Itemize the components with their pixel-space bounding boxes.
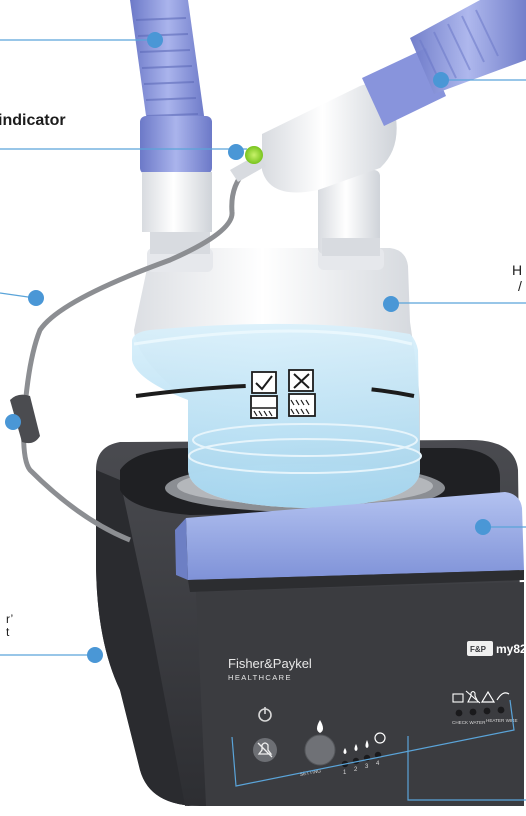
callout-dot-indicator bbox=[228, 144, 244, 160]
water-level-ok-icon bbox=[251, 396, 277, 418]
alarm-led-3 bbox=[484, 708, 491, 715]
model-name: my820 bbox=[496, 642, 526, 656]
callout-dot-tube bbox=[147, 32, 163, 48]
check-mark-icon bbox=[252, 372, 276, 393]
model-logo: F&P bbox=[470, 645, 487, 654]
check-water-label: CHECK WATER bbox=[452, 720, 486, 725]
callout-dot-base bbox=[87, 647, 103, 663]
check-water-led bbox=[456, 710, 463, 717]
indicator-label: indicator bbox=[0, 112, 66, 130]
brand-name: Fisher&Paykel bbox=[228, 656, 312, 671]
right-label-fragment-2: / bbox=[518, 278, 522, 294]
control-panel bbox=[196, 582, 524, 806]
alarm-led-2 bbox=[470, 709, 477, 716]
callout-dot-outlet-tube bbox=[433, 72, 449, 88]
callout-dot-band bbox=[475, 519, 491, 535]
callout-dot-cable bbox=[28, 290, 44, 306]
callout-dot-chamber bbox=[383, 296, 399, 312]
brand-subtitle: HEALTHCARE bbox=[228, 673, 292, 682]
elbow-connector bbox=[262, 0, 526, 193]
left-label-fragment-2: t bbox=[6, 626, 9, 639]
right-label-fragment-1: H bbox=[512, 262, 522, 278]
callout-dot-plug bbox=[5, 414, 21, 430]
setting-button[interactable] bbox=[305, 735, 335, 765]
temperature-probe-indicator bbox=[245, 146, 263, 164]
heater-wire-led bbox=[498, 707, 505, 714]
inspiratory-tube bbox=[130, 0, 212, 254]
